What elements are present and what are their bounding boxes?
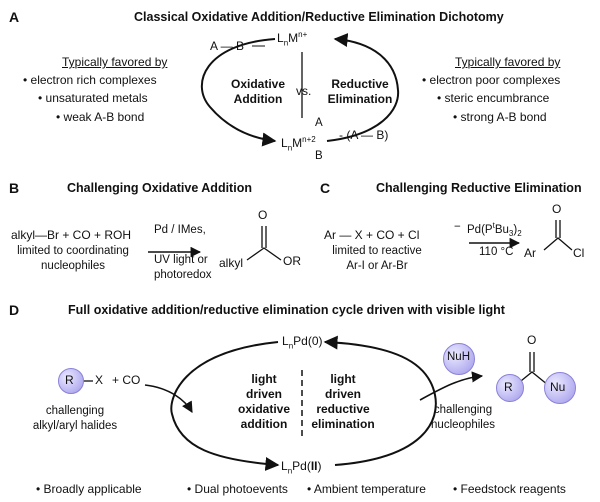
panel-b-prod-right: OR <box>283 254 301 268</box>
metal-top: LnMn+ <box>277 30 308 48</box>
metal-bottom: LnMn+2 <box>281 135 316 153</box>
cycle-a-right-arc <box>326 33 400 142</box>
panel-d-title: Full oxidative addition/reductive elimin… <box>68 303 505 317</box>
panel-d-label: D <box>9 302 20 318</box>
left-item-2: • unsaturated metals <box>38 91 148 105</box>
panel-c-charge: − <box>454 221 461 233</box>
vs-label: vs. <box>296 84 312 98</box>
product-r-label: R <box>504 380 513 394</box>
reductive-label: Reductive <box>331 77 389 91</box>
panel-b-label: B <box>9 180 20 196</box>
panel-b-note-1: limited to coordinating <box>17 245 129 257</box>
feature-1: • Broadly applicable <box>36 482 142 496</box>
panel-c-prod-right: Cl <box>573 246 585 260</box>
product-nu-label: Nu <box>550 380 566 394</box>
oxidative-label: Oxidative <box>230 77 286 91</box>
addition-label: Addition <box>233 92 283 106</box>
sub-a: A <box>315 117 323 129</box>
panel-b-cond-3: photoredox <box>154 269 212 281</box>
x-label: X <box>95 373 104 387</box>
right-item-3: • strong A-B bond <box>453 110 547 124</box>
panel-c-cond-2: 110 °C <box>479 246 514 258</box>
outgoing-curve <box>419 371 484 401</box>
left-item-3: • weak A-B bond <box>56 110 145 124</box>
pd-top: LnPd(0) <box>282 334 323 351</box>
right-heading: Typically favored by <box>455 55 561 69</box>
feature-3: • Ambient temperature <box>307 482 426 496</box>
right-item-1: • electron poor complexes <box>422 73 561 87</box>
panel-c-note-1: limited to reactive <box>332 245 422 257</box>
right-note-2: nucleophiles <box>431 419 495 431</box>
panel-b-note-2: nucleophiles <box>41 260 105 272</box>
left-note-1: challenging <box>45 405 105 417</box>
panel-c-prod-o: O <box>552 202 562 216</box>
panel-b-cond-1: Pd / IMes, <box>154 224 206 236</box>
product-r-bubble <box>496 374 524 402</box>
right-item-2: • steric encumbrance <box>437 91 550 105</box>
panel-c-label: C <box>320 180 331 196</box>
sub-b: B <box>315 150 323 162</box>
product-nu-bubble <box>544 372 576 404</box>
feature-2: • Dual photoevents <box>187 482 288 496</box>
panel-b-title: Challenging Oxidative Addition <box>67 181 252 195</box>
feature-4: • Feedstock reagents <box>453 482 566 496</box>
r-group-bubble <box>58 368 84 394</box>
panel-c-cond-1: Pd(PtBu3)2 <box>467 221 522 239</box>
left-note-2: alkyl/aryl halides <box>32 420 118 432</box>
nuh-label: NuH <box>447 351 471 363</box>
panel-c-reactants: Ar — X + CO + Cl <box>324 228 420 242</box>
panel-b-cond-2: UV light or <box>154 254 208 266</box>
r-label: R <box>65 373 74 387</box>
pd-bottom: LnPd(II) <box>281 459 322 476</box>
cycle-d-left-arc <box>170 341 280 471</box>
left-heading: Typically favored by <box>62 55 168 69</box>
acyl-c-bonds <box>543 237 573 251</box>
nuh-bubble <box>443 343 475 375</box>
ab-in-text: A — B <box>210 39 245 53</box>
panel-c-note-2: Ar-I or Ar-Br <box>346 260 408 272</box>
cycle-d-right-arc <box>323 335 437 466</box>
panel-b-reactants: alkyl—Br + CO + ROH <box>11 228 132 242</box>
cycle-a-left-arc <box>200 38 277 147</box>
ab-out-text: - (A — B) <box>339 128 389 142</box>
right-note-1: challenging <box>433 404 493 416</box>
panel-c-prod-left: Ar <box>524 246 536 260</box>
panel-c-title: Challenging Reductive Elimination <box>376 181 582 195</box>
elimination-label: Elimination <box>327 92 393 106</box>
incoming-curve <box>144 384 193 413</box>
panel-b-prod-o: O <box>258 208 268 222</box>
acyl-b-bonds <box>246 247 282 261</box>
panel-a-title: Classical Oxidative Addition/Reductive E… <box>134 10 504 24</box>
left-item-1: • electron rich complexes <box>23 73 157 87</box>
panel-b-prod-left: alkyl <box>219 256 244 270</box>
co-label: + CO <box>112 373 141 387</box>
panel-a-label: A <box>9 9 20 25</box>
product-o-label: O <box>527 333 537 347</box>
